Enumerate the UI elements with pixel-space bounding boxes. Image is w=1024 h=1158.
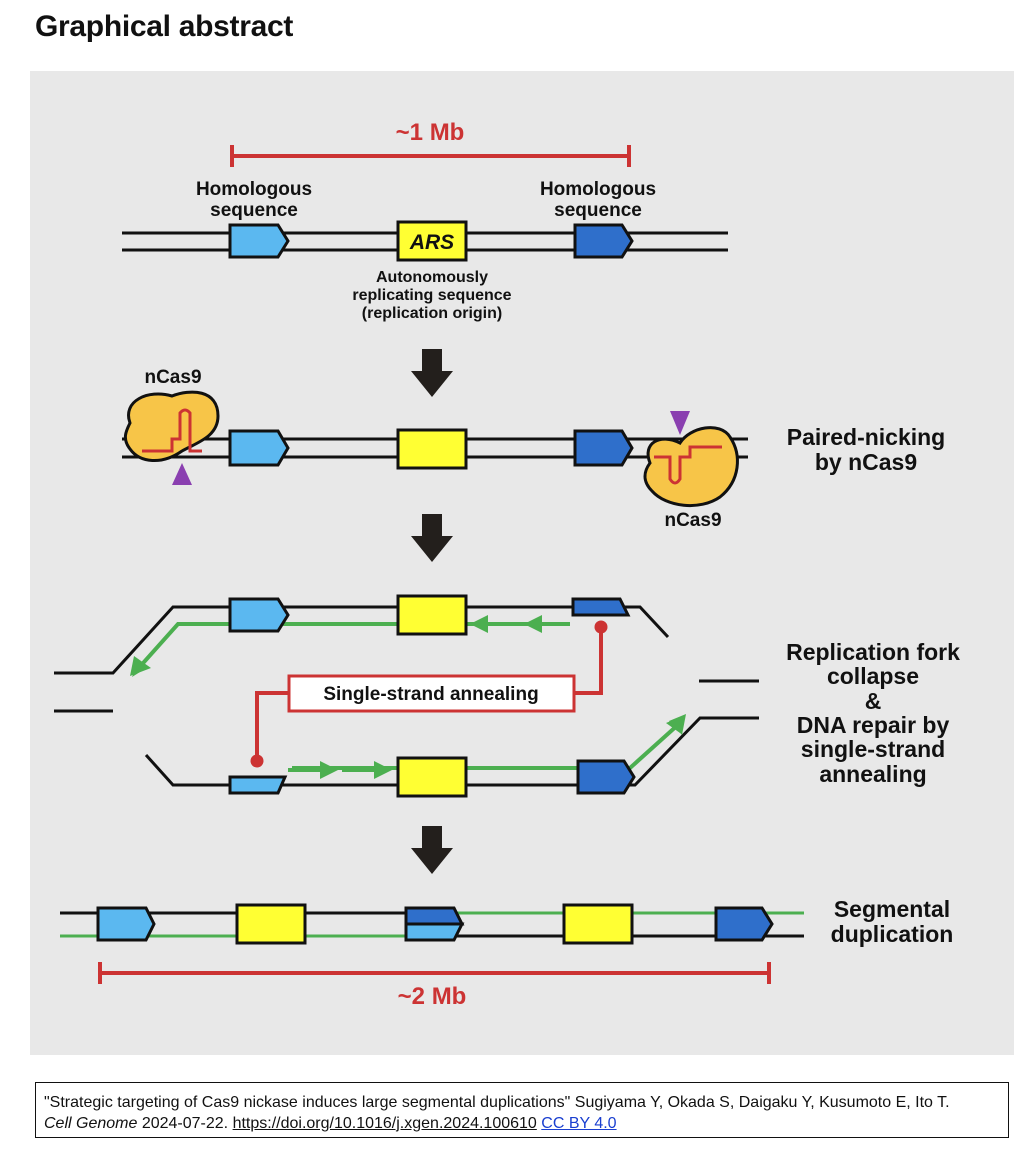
step-label-fork-line4: DNA repair by	[797, 712, 950, 738]
license-link[interactable]: CC BY 4.0	[541, 1115, 617, 1132]
ars-description-line3: (replication origin)	[362, 305, 502, 322]
stage-1-original-locus: ~1 Mb Homologous sequence Homologous seq…	[122, 119, 728, 322]
doi-link[interactable]: https://doi.org/10.1016/j.xgen.2024.1006…	[232, 1115, 537, 1132]
ars-box	[396, 428, 468, 470]
step-label-fork-line5: single-strand	[801, 736, 945, 762]
ncas9-enzyme-left	[123, 390, 220, 462]
homologous-sequence-left	[228, 429, 290, 467]
step-label-duplication-line1: Segmental	[834, 896, 950, 922]
citation-journal: Cell Genome	[44, 1115, 138, 1132]
green-arrowhead	[470, 615, 488, 633]
annealing-box	[287, 674, 576, 713]
new-strand-upper	[134, 622, 570, 673]
ars-description-line1: Autonomously	[376, 269, 488, 286]
homologous-label-left-line1: Homologous	[196, 179, 312, 200]
ncas9-label-left: nCas9	[144, 367, 201, 388]
ars-box-label: ARS	[409, 231, 454, 254]
citation-box: "Strategic targeting of Cas9 nickase ind…	[35, 1082, 1009, 1138]
citation-date: 2024-07-22.	[141, 1115, 229, 1132]
stage-4-segmental-duplication: Segmental duplication ~2 Mb	[60, 896, 953, 1010]
ars-box	[396, 756, 468, 798]
step-label-fork-line2: collapse	[827, 663, 919, 689]
nick-site-marker-left	[172, 463, 192, 485]
scale-label-2mb: ~2 Mb	[398, 983, 467, 1010]
step-label-duplication-line2: duplication	[831, 921, 954, 947]
citation-authors: Sugiyama Y, Okada S, Daigaku Y, Kusumoto…	[574, 1094, 950, 1111]
ars-description-line2: replicating sequence	[352, 287, 511, 304]
stage-2-paired-nicking: nCas9 nCas9 Paired-nicking by nCas9	[122, 367, 945, 531]
green-arrowhead	[374, 761, 392, 779]
graphical-abstract-figure: ~1 Mb Homologous sequence Homologous seq…	[30, 71, 1014, 1055]
ars-box	[396, 220, 468, 262]
upper-dna-strand	[54, 605, 670, 675]
homologous-sequence-right	[573, 429, 634, 467]
homologous-sequence-left	[228, 223, 290, 259]
homologous-label-right-line1: Homologous	[540, 179, 656, 200]
step-arrow-3	[411, 826, 453, 874]
scale-label-1mb: ~1 Mb	[396, 119, 465, 146]
homologous-sequence-right	[714, 906, 774, 942]
step-label-paired-nicking-line2: by nCas9	[815, 449, 917, 475]
homologous-label-right-line2: sequence	[554, 200, 642, 221]
annealing-connector-right	[573, 627, 603, 695]
step-arrow-2	[411, 514, 453, 562]
step-label-fork-line6: annealing	[819, 761, 926, 787]
homologous-sequence-right-fragment	[571, 597, 631, 617]
page-heading: Graphical abstract	[35, 10, 294, 43]
homologous-sequence-right	[573, 223, 634, 259]
green-arrowhead	[320, 761, 338, 779]
stage-3-fork-collapse: Single-strand annealing Replication fork…	[54, 594, 960, 798]
hybrid-sequence-bottom	[404, 922, 465, 942]
step-label-paired-nicking-line1: Paired-nicking	[787, 424, 945, 450]
annealing-connector-left	[255, 691, 290, 761]
green-arrowhead	[524, 615, 542, 633]
step-label-fork-line1: Replication fork	[786, 639, 960, 665]
ars-box-duplicate	[562, 903, 634, 945]
ncas9-enzyme-right	[643, 426, 739, 508]
guide-rna-right	[654, 445, 722, 485]
ars-box-original	[235, 903, 307, 945]
diagram-svg: ~1 Mb Homologous sequence Homologous seq…	[54, 119, 960, 1010]
scale-bar-1mb: ~1 Mb	[230, 119, 631, 167]
nick-site-marker-right	[670, 411, 690, 435]
homologous-sequence-right	[576, 759, 636, 795]
citation-line-1: "Strategic targeting of Cas9 nickase ind…	[44, 1092, 998, 1113]
scale-bar-2mb: ~2 Mb	[98, 962, 771, 1010]
ncas9-label-right: nCas9	[664, 510, 721, 531]
annealing-box-label: Single-strand annealing	[323, 684, 538, 705]
ars-box	[396, 594, 468, 636]
hybrid-sequence-top	[404, 906, 465, 926]
homologous-sequence-left	[96, 906, 156, 942]
step-label-fork-line3: &	[865, 688, 882, 714]
citation-line-2: Cell Genome 2024-07-22. https://doi.org/…	[44, 1113, 998, 1134]
citation-title: "Strategic targeting of Cas9 nickase ind…	[44, 1094, 571, 1111]
homologous-label-left-line2: sequence	[210, 200, 298, 221]
homologous-sequence-left	[228, 597, 290, 633]
step-arrow-1	[411, 349, 453, 397]
guide-rna-left	[142, 408, 202, 453]
homologous-sequence-left-fragment	[228, 775, 288, 795]
lower-dna-strand	[144, 716, 759, 787]
